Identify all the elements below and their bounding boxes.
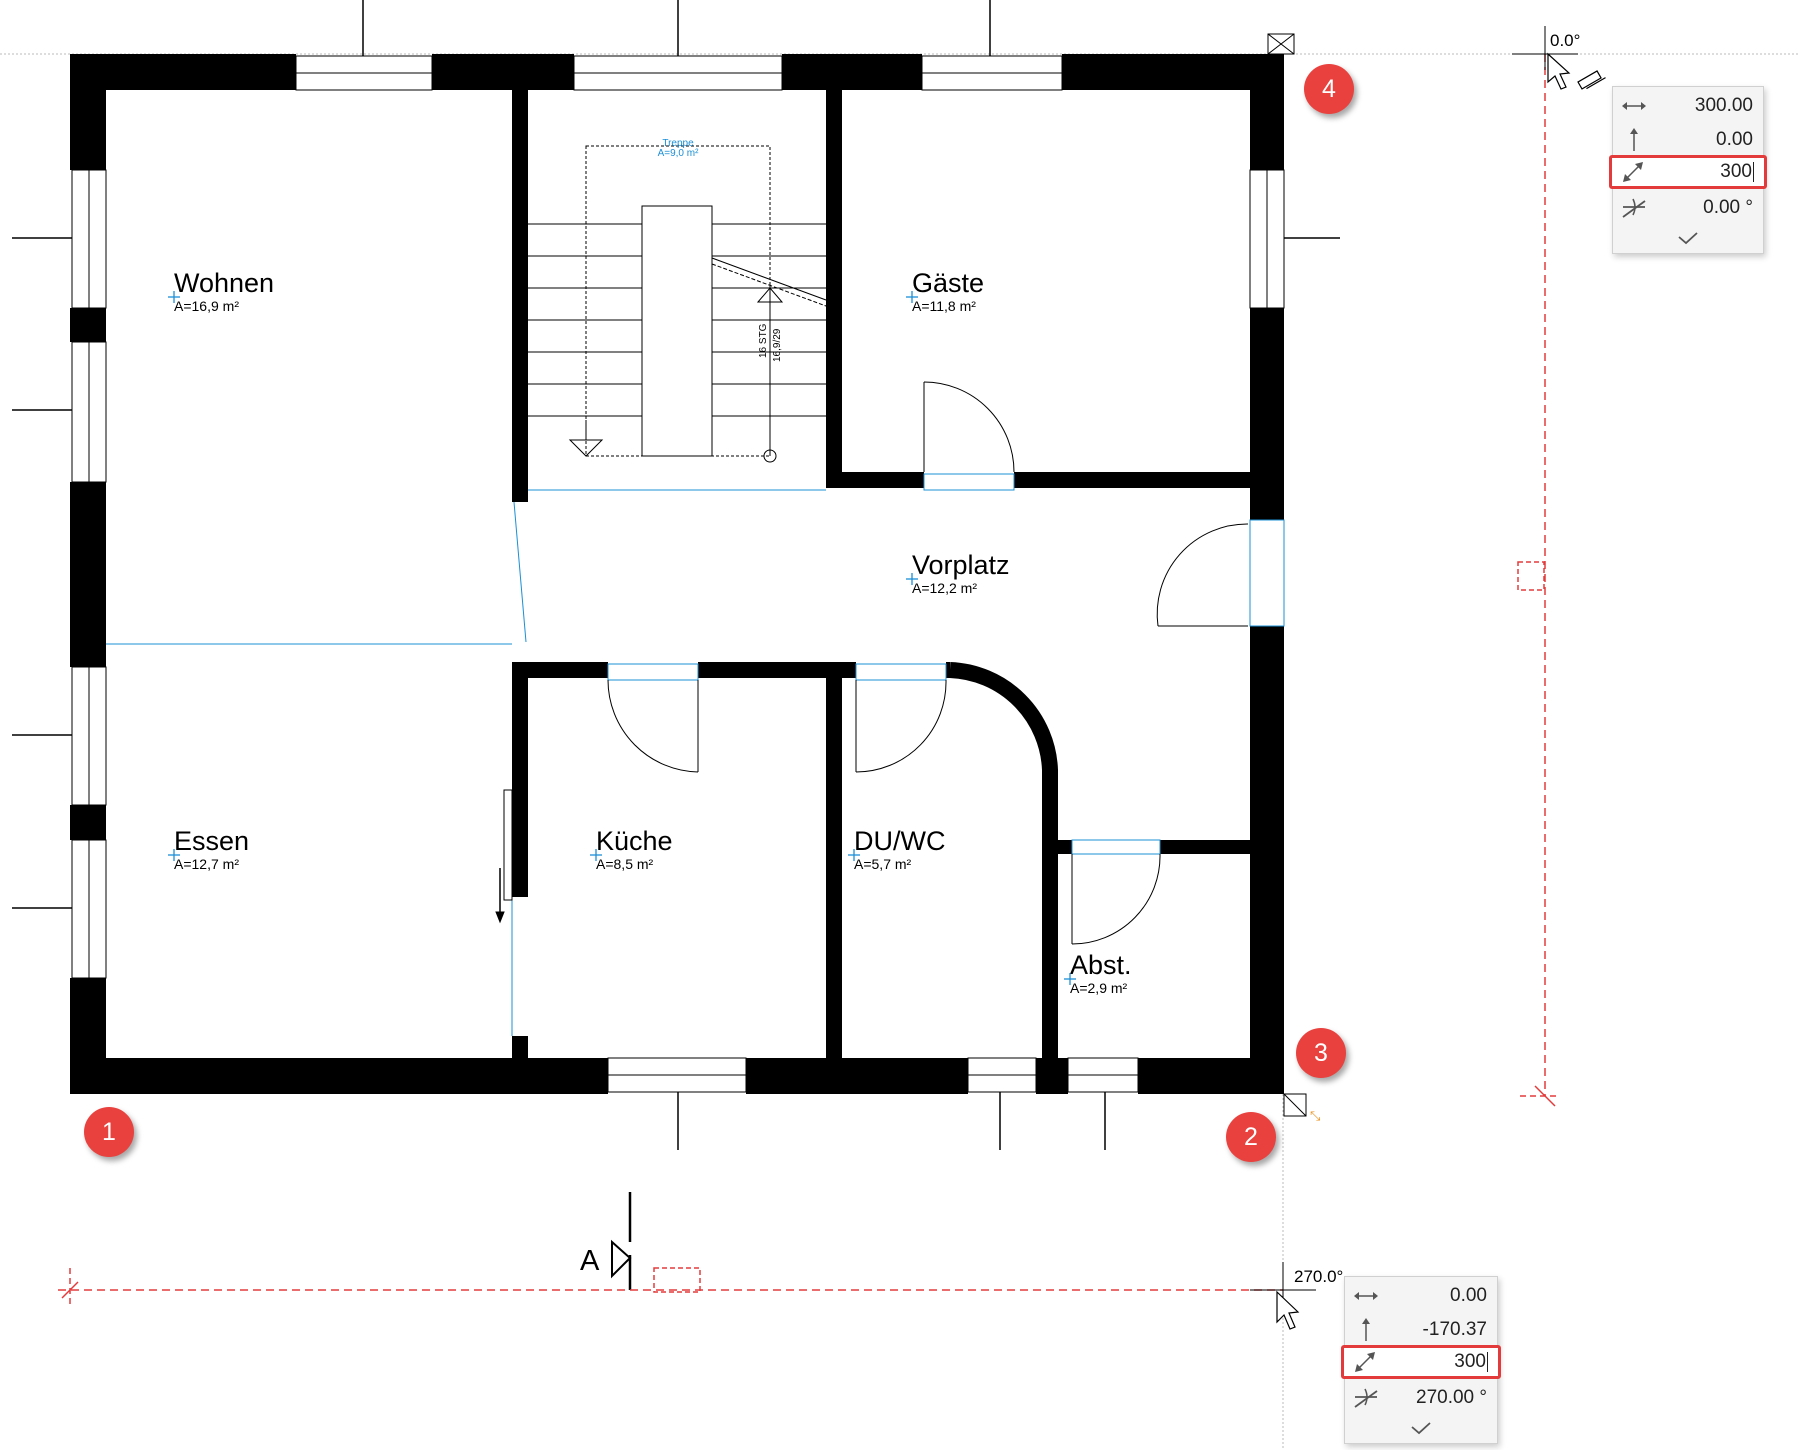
diagonal-arrow-icon — [1350, 1347, 1380, 1377]
length-input[interactable]: 300 — [1454, 1351, 1486, 1372]
length-input[interactable]: 300 — [1720, 161, 1752, 182]
callout-marker-4: 4 — [1304, 64, 1354, 114]
coordinate-input-panel-top: 300.00 0.00 300 0.00 ° — [1609, 86, 1767, 254]
section-label: A — [580, 1245, 600, 1277]
room-area-gaeste: A=11,8 m² — [912, 298, 976, 314]
text-caret — [1753, 161, 1754, 182]
curved-wall — [949, 662, 1058, 840]
room-labels: Wohnen A=16,9 m² Gäste A=11,8 m² Vorplat… — [174, 268, 1132, 996]
angle-row[interactable]: 270.00 ° — [1345, 1381, 1497, 1415]
stair-label: Treppe — [662, 138, 694, 149]
callout-marker-1: 1 — [84, 1107, 134, 1157]
dx-row[interactable]: 0.00 — [1345, 1279, 1497, 1313]
text-caret — [1487, 1351, 1488, 1372]
section-marker — [611, 1192, 632, 1290]
coordinate-input-panel-bottom: 0.00 -170.37 300 270.00 ° — [1341, 1276, 1501, 1444]
horizontal-arrow-icon — [1619, 91, 1649, 121]
length-input-row[interactable]: 300 — [1609, 155, 1767, 189]
callout-marker-3: 3 — [1296, 1028, 1346, 1078]
room-name-abst: Abst. — [1070, 950, 1132, 980]
resize-handle-icon[interactable]: ⤡ — [1310, 1109, 1321, 1124]
stair-ratio: 16,9/29 — [772, 328, 783, 362]
room-area-abst: A=2,9 m² — [1070, 980, 1128, 996]
windows — [71, 55, 1285, 1093]
diagonal-arrow-icon — [1618, 157, 1648, 187]
room-area-duwc: A=5,7 m² — [854, 856, 912, 872]
dx-value[interactable]: 300.00 — [1694, 95, 1753, 116]
mouse-cursor-icon — [1276, 1290, 1300, 1330]
dx-row[interactable]: 300.00 — [1613, 89, 1763, 123]
room-name-gaeste: Gäste — [912, 268, 984, 298]
stair-steps: 16 STG — [758, 323, 769, 358]
angle-label-top: 0.0° — [1550, 31, 1580, 50]
room-name-duwc: DU/WC — [854, 826, 945, 856]
dy-row[interactable]: 0.00 — [1613, 123, 1763, 157]
window-axis-lines — [12, 0, 1340, 1150]
doors — [495, 381, 1249, 945]
room-name-essen: Essen — [174, 826, 249, 856]
checkmark-icon[interactable] — [1345, 1415, 1497, 1441]
callout-marker-2: 2 — [1226, 1112, 1276, 1162]
dy-value[interactable]: 0.00 — [1716, 129, 1753, 150]
length-input-row[interactable]: 300 — [1341, 1345, 1501, 1379]
angle-icon — [1619, 193, 1649, 223]
snap-crosshairs — [1250, 26, 1578, 1310]
angle-label-bottom: 270.0° — [1294, 1267, 1343, 1286]
horizontal-arrow-icon — [1351, 1281, 1381, 1311]
room-reference-markers — [168, 291, 1076, 985]
dy-row[interactable]: -170.37 — [1345, 1313, 1497, 1347]
room-area-vorplatz: A=12,2 m² — [912, 580, 977, 596]
angle-row[interactable]: 0.00 ° — [1613, 191, 1763, 225]
stair-area: A=9,0 m² — [658, 148, 700, 159]
angle-value[interactable]: 270.00 ° — [1416, 1387, 1487, 1408]
mouse-cursor-icon — [1547, 52, 1571, 90]
staircase — [528, 145, 827, 463]
dimension-lines — [58, 54, 1560, 1306]
wall-end-markers — [1267, 33, 1307, 1117]
walls — [70, 54, 1284, 1094]
angle-value[interactable]: 0.00 ° — [1703, 197, 1753, 218]
room-name-wohnen: Wohnen — [174, 268, 274, 298]
angle-icon — [1351, 1383, 1381, 1413]
room-name-vorplatz: Vorplatz — [912, 550, 1010, 580]
room-name-kueche: Küche — [596, 826, 673, 856]
room-area-kueche: A=8,5 m² — [596, 856, 654, 872]
room-boundaries — [106, 473, 1285, 1036]
room-area-wohnen: A=16,9 m² — [174, 298, 239, 314]
dy-value[interactable]: -170.37 — [1422, 1319, 1487, 1340]
dx-value[interactable]: 0.00 — [1450, 1285, 1487, 1306]
vertical-arrow-icon — [1351, 1315, 1381, 1345]
vertical-arrow-icon — [1619, 125, 1649, 155]
move-handle-icon — [1577, 70, 1606, 90]
room-area-essen: A=12,7 m² — [174, 856, 239, 872]
checkmark-icon[interactable] — [1613, 225, 1763, 251]
